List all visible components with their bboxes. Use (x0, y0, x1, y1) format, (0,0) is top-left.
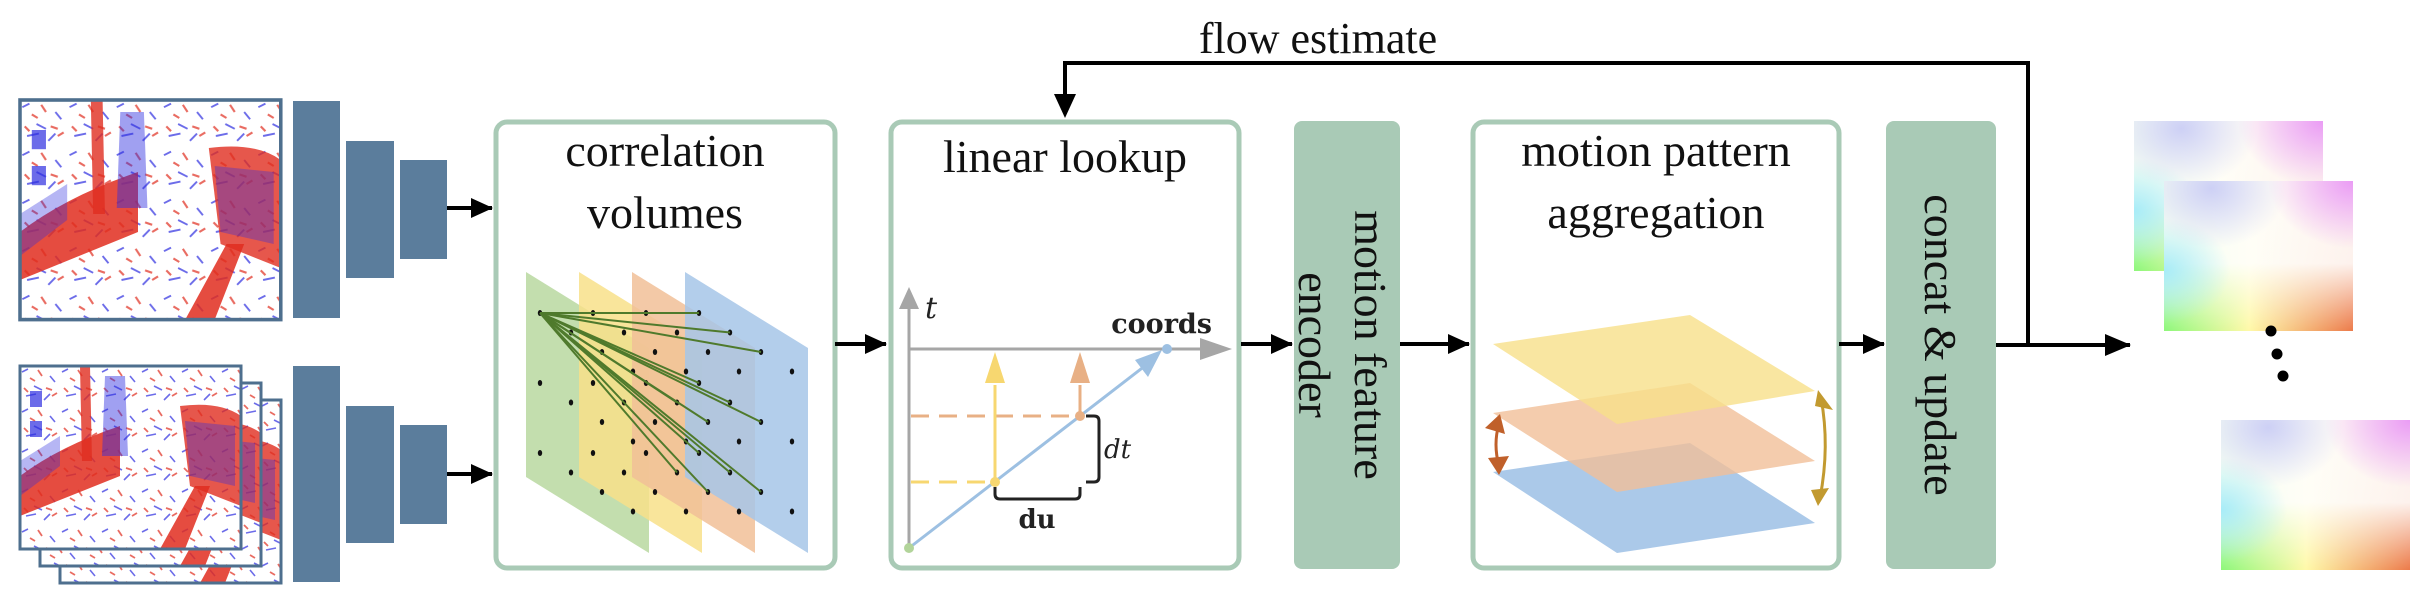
grid-dot (568, 469, 574, 476)
grid-dot (599, 489, 605, 495)
orange-sample-dot (1075, 411, 1085, 421)
grid-dot (789, 368, 795, 375)
update-label: concat & update (1915, 194, 1966, 495)
ellipsis-dot (2271, 348, 2283, 360)
orange-up-arrowhead (1070, 352, 1090, 383)
du-bracket (993, 487, 1082, 501)
grid-dot (674, 329, 680, 336)
grid-dot (599, 419, 605, 425)
yellow-up-arrowhead (985, 352, 1005, 383)
bottom-feature-encoder (293, 366, 447, 582)
trajectory-end-dot (1162, 344, 1172, 354)
ellipsis-dot (2265, 325, 2277, 337)
yellow-motion-plane (1493, 315, 1815, 424)
correlation-line (539, 312, 762, 493)
grid-dot (789, 508, 795, 515)
grid-dot (643, 450, 649, 456)
lookup-box (888, 119, 1242, 571)
du-label: du (1018, 505, 1055, 535)
grid-dot (621, 329, 627, 336)
event-frame-front (18, 364, 243, 551)
grid-dot (537, 450, 543, 456)
coords-axis-arrowhead (1200, 338, 1232, 360)
motion-pattern-aggregation-module: motion pattern aggregation (1470, 119, 1842, 571)
flow-estimate-label: flow estimate (1199, 14, 1437, 63)
coords-axis-label: coords (1111, 309, 1212, 340)
correlation-line (539, 312, 762, 423)
encoder-box (1294, 121, 1400, 569)
aggregation-title-line2: aggregation (1547, 187, 1764, 238)
yellow-sample-dot (990, 477, 1000, 487)
flow-trajectory-line (908, 360, 1151, 550)
grid-dot (789, 438, 795, 445)
blue-motion-plane (1493, 443, 1815, 553)
lookup-title: linear lookup (943, 131, 1187, 182)
dt-label: dt (1104, 435, 1132, 465)
correlation-title-line2: volumes (587, 187, 743, 238)
top-feature-encoder (293, 101, 447, 318)
grid-dot (621, 469, 627, 476)
bottom-event-stack (18, 364, 283, 585)
grid-dot (630, 438, 636, 445)
correlation-plane-blue (685, 272, 808, 553)
right-double-arrow (1811, 390, 1833, 506)
grid-dot (683, 368, 689, 375)
left-double-arrow (1485, 414, 1509, 475)
flow-trajectory-arrowhead (1135, 350, 1162, 377)
grid-dot (630, 508, 636, 515)
output-flow-stack (2134, 121, 2410, 570)
encoder-bar-medium (346, 141, 394, 278)
correlation-line (539, 312, 731, 334)
encoder-bar-large (293, 101, 340, 318)
encoder-bar-medium (346, 406, 394, 543)
motion-feature-encoder-module: motion feature encoder (1289, 121, 1400, 569)
grid-dot (652, 349, 658, 355)
correlation-lines (539, 312, 762, 493)
grid-dot (705, 349, 711, 355)
top-event-image (18, 98, 283, 322)
flow-estimate-loop (1063, 61, 2030, 345)
grid-dot (736, 438, 742, 445)
grid-dot (683, 508, 689, 515)
grid-dot (736, 508, 742, 515)
orange-motion-plane (1493, 383, 1815, 492)
encoder-label-line2: encoder (1289, 272, 1340, 418)
correlation-title-line1: correlation (565, 125, 764, 176)
t-axis-label: t (925, 291, 938, 326)
encoder-bar-large (293, 366, 340, 582)
correlation-line (539, 312, 678, 474)
update-box (1886, 121, 1996, 569)
t-axis-arrowhead (899, 287, 919, 309)
correlation-line (539, 312, 762, 353)
origin-dot (904, 543, 914, 553)
linear-lookup-module: linear lookup t coords dt du (888, 119, 1242, 571)
grid-dot (568, 399, 574, 406)
grid-dot (652, 489, 658, 495)
encoder-bar-small (400, 160, 447, 259)
aggregation-title-line1: motion pattern (1521, 125, 1791, 176)
flow-output-n (2221, 420, 2410, 570)
dt-bracket (1086, 414, 1101, 484)
grid-dot (652, 419, 658, 425)
grid-dot (736, 368, 742, 375)
encoder-bar-small (400, 425, 447, 524)
flow-output-2 (2164, 181, 2353, 331)
grid-dot (537, 380, 543, 386)
correlation-volumes-module: correlation volumes (493, 119, 838, 571)
flow-loop-arrowhead (1054, 94, 1076, 118)
grid-dot (590, 450, 596, 456)
ellipsis-dot (2277, 370, 2289, 382)
correlation-line (539, 312, 709, 493)
grid-dot (590, 380, 596, 386)
encoder-label-line1: motion feature (1345, 210, 1396, 480)
correlation-line (539, 312, 709, 423)
concat-update-module: concat & update (1886, 121, 1996, 569)
